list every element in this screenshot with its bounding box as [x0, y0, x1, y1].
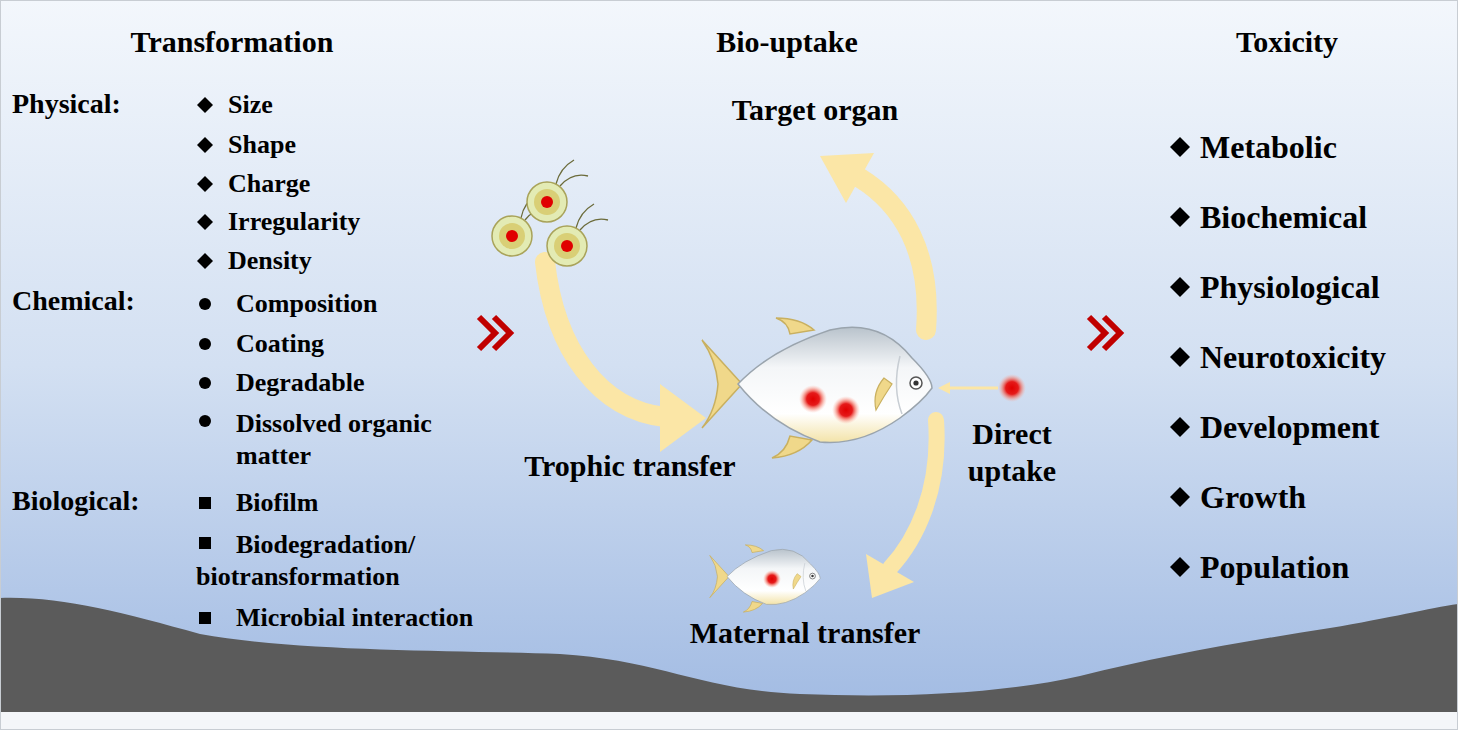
- bullet-item: Biodegradation/ biotransformation: [196, 529, 466, 594]
- bullet-item: Charge: [228, 168, 310, 201]
- bullet-item: Biofilm: [236, 487, 318, 520]
- bullet-item: Microbial interaction: [236, 602, 473, 635]
- category-label: Physical:: [12, 86, 121, 121]
- bullet-item: Degradable: [236, 367, 365, 400]
- toxicity-item: Development: [1200, 407, 1380, 447]
- bullet-item: Density: [228, 245, 312, 278]
- bullet-item: Size: [228, 89, 273, 122]
- pathway-label: Direct uptake: [947, 415, 1077, 490]
- pathway-label: Trophic transfer: [524, 447, 735, 485]
- bullet-item: Shape: [228, 129, 296, 162]
- bullet-item: Dissolved organic matter: [236, 408, 486, 473]
- column-heading: Bio-uptake: [716, 23, 858, 61]
- toxicity-item: Growth: [1200, 477, 1306, 517]
- column-heading: Toxicity: [1236, 23, 1338, 61]
- bullet-item: Coating: [236, 328, 324, 361]
- toxicity-item: Metabolic: [1200, 127, 1337, 167]
- bullet-item: Irregularity: [228, 206, 360, 239]
- toxicity-item: Neurotoxicity: [1200, 337, 1386, 377]
- bullet-item: Composition: [236, 288, 378, 321]
- column-heading: Transformation: [131, 23, 334, 61]
- toxicity-item: Population: [1200, 547, 1349, 587]
- toxicity-item: Biochemical: [1200, 197, 1367, 237]
- pathway-label: Maternal transfer: [690, 614, 921, 652]
- toxicity-item: Physiological: [1200, 267, 1380, 307]
- category-label: Biological:: [12, 483, 140, 518]
- pathway-label: Target organ: [732, 91, 898, 129]
- category-label: Chemical:: [12, 283, 135, 318]
